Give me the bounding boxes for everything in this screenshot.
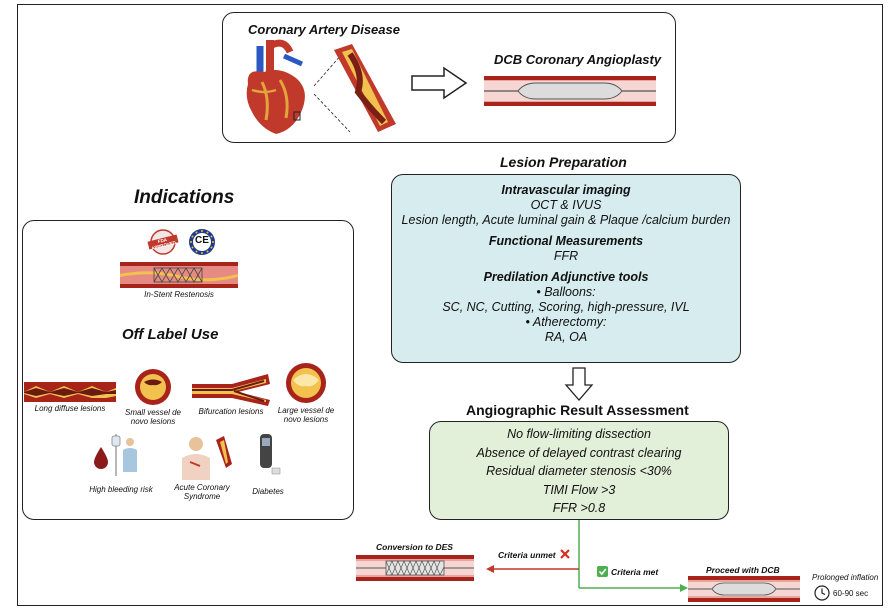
- criterion-item: FFR >0.8: [552, 501, 606, 515]
- cad-title: Coronary Artery Disease: [248, 22, 400, 37]
- cross-icon: [560, 549, 570, 559]
- fda-approved-badge-icon: [147, 229, 179, 255]
- offlabel-item-bifurcation: Bifurcation lesions: [198, 407, 264, 416]
- offlabel-title: Off Label Use: [122, 326, 219, 343]
- assessment-box: [429, 421, 729, 520]
- lesion-prep-title: Lesion Preparation: [500, 154, 627, 170]
- glucose-meter-icon: [260, 434, 281, 475]
- atherectomy-label: • Atherectomy:: [525, 315, 607, 329]
- duration-label: 60-90 sec: [833, 589, 869, 598]
- acs-patient-icon: [182, 436, 232, 480]
- unmet-label: Criteria unmet: [498, 550, 556, 560]
- imaging-line2: Lesion length, Acute luminal gain & Plaq…: [401, 213, 731, 227]
- zoom-lines: [313, 53, 351, 133]
- checkmark-icon: [597, 566, 608, 577]
- ce-badge-label: CE: [195, 235, 209, 246]
- top-box: [222, 12, 676, 143]
- proceed-label: Proceed with DCB: [706, 565, 780, 575]
- indications-box: [22, 220, 354, 520]
- offlabel-item-high-bleeding: High bleeding risk: [89, 485, 153, 494]
- imaging-heading: Intravascular imaging: [501, 183, 631, 197]
- conversion-label: Conversion to DES: [376, 542, 453, 552]
- offlabel-item-acs: Acute Coronary Syndrome: [174, 483, 230, 501]
- dcb-title: DCB Coronary Angioplasty: [494, 52, 662, 67]
- lesion-prep-content: Intravascular imaging OCT & IVUS Lesion …: [391, 183, 741, 345]
- offlabel-item-long-diffuse: Long diffuse lesions: [34, 404, 106, 413]
- bullet-dot: •: [536, 285, 545, 299]
- blood-drop-icon: [94, 447, 108, 469]
- dcb-vessel-icon: [484, 76, 656, 106]
- imaging-line1: OCT & IVUS: [530, 198, 602, 212]
- met-label: Criteria met: [611, 567, 659, 577]
- right-arrow-icon: [411, 66, 468, 100]
- criterion-item: Absence of delayed contrast clearing: [476, 445, 682, 460]
- ce-badge-icon: [189, 229, 215, 255]
- assessment-criteria: No flow-limiting dissection Absence of d…: [429, 425, 729, 518]
- heart-illustration: [246, 39, 305, 134]
- balloons-label: • Balloons:: [536, 285, 596, 299]
- bifurcation-lesion-icon: [192, 374, 270, 406]
- isr-label: In-Stent Restenosis: [144, 290, 214, 299]
- criterion-item: No flow-limiting dissection: [507, 427, 651, 441]
- lesion-prep-box: [391, 174, 741, 363]
- criterion-item: TIMI Flow >3: [542, 482, 616, 497]
- small-vessel-lesion-icon: [135, 369, 171, 405]
- dcb-balloon-vessel-icon: [688, 576, 800, 602]
- criterion-item: Residual diameter stenosis <30%: [486, 464, 672, 478]
- large-vessel-lesion-icon: [286, 363, 326, 403]
- indications-title: Indications: [134, 187, 235, 208]
- balloons-list: SC, NC, Cutting, Scoring, high-pressure,…: [442, 300, 690, 314]
- assessment-title: Angiographic Result Assessment: [466, 402, 689, 418]
- long-diffuse-lesion-icon: [24, 382, 116, 402]
- atherectomy-list: RA, OA: [544, 330, 588, 344]
- offlabel-item-large-vessel: Large vessel de novo lesions: [277, 406, 335, 424]
- patient-iv-icon: [111, 434, 137, 476]
- offlabel-item-small-vessel: Small vessel de novo lesions: [124, 408, 182, 426]
- functional-heading: Functional Measurements: [488, 234, 644, 248]
- offlabel-item-diabetes: Diabetes: [252, 487, 284, 496]
- bullet-dot: •: [525, 315, 533, 329]
- clock-icon: [814, 585, 830, 601]
- des-stent-vessel-icon: [356, 555, 474, 581]
- isr-vessel-icon: [120, 262, 238, 288]
- prolonged-label: Prolonged inflation: [812, 573, 879, 582]
- diseased-artery-icon: [334, 44, 396, 132]
- outer-frame: [17, 4, 883, 606]
- down-arrow-icon: [564, 367, 594, 401]
- functional-line: FFR: [553, 249, 579, 263]
- predilation-heading: Predilation Adjunctive tools: [483, 270, 649, 284]
